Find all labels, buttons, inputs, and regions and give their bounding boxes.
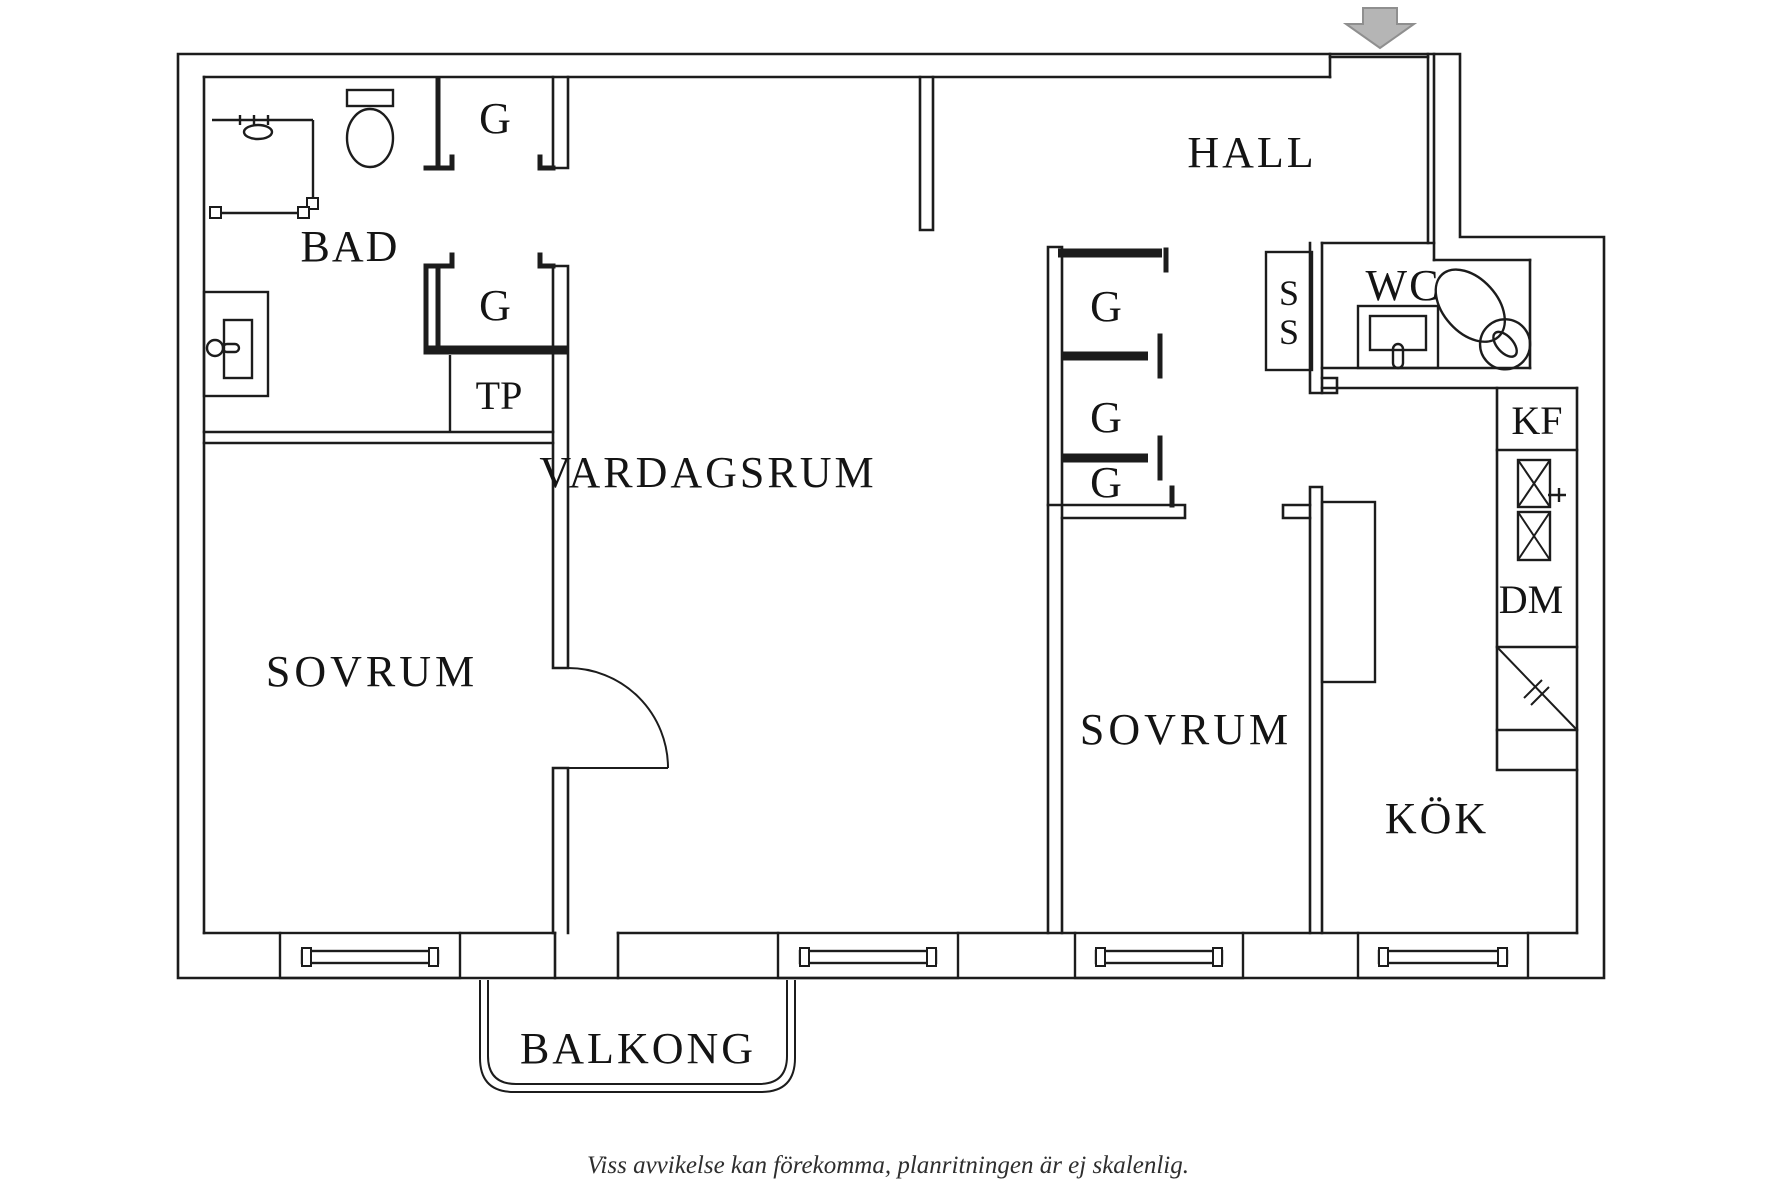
room-label-wc: WC bbox=[1366, 261, 1441, 310]
tall-cabinet bbox=[1320, 500, 1377, 684]
closet-g2-wall bbox=[423, 263, 441, 355]
shower-icon bbox=[209, 115, 319, 219]
balcony-railing bbox=[479, 931, 796, 1093]
room-label-sovrum-left: SOVRUM bbox=[266, 647, 478, 696]
room-label-sovrum-right: SOVRUM bbox=[1080, 705, 1292, 754]
entry-arrow-icon bbox=[1342, 7, 1418, 50]
sink-icon-bad bbox=[202, 290, 270, 398]
window-sovrum-left bbox=[278, 931, 462, 980]
interior-walls-left bbox=[202, 75, 935, 935]
window-sovrum-right bbox=[1073, 931, 1245, 980]
closet-label-gm3: G bbox=[1090, 458, 1122, 507]
closet-label-g1: G bbox=[479, 94, 511, 143]
closet-label-gm1: G bbox=[1090, 282, 1122, 331]
appliance-label-dm: DM bbox=[1499, 577, 1563, 622]
interior-walls-middle bbox=[1046, 245, 1312, 935]
door-swing-sovrum-left bbox=[567, 667, 669, 769]
room-label-vardagsrum: VARDAGSRUM bbox=[539, 448, 876, 497]
windows bbox=[278, 931, 1530, 980]
disclaimer-text: Viss avvikelse kan förekomma, planritnin… bbox=[587, 1152, 1189, 1179]
room-label-bad: BAD bbox=[301, 222, 400, 271]
window-kok bbox=[1356, 931, 1530, 980]
closet-label-tp: TP bbox=[476, 373, 523, 418]
closet-label-gm2: G bbox=[1090, 393, 1122, 442]
toilet-icon-wc bbox=[1434, 268, 1532, 371]
sink-icon-wc bbox=[1356, 304, 1440, 370]
stove-sink-icon bbox=[1516, 458, 1566, 562]
appliance-label-kf: KF bbox=[1511, 398, 1562, 443]
room-label-kok: KÖK bbox=[1385, 794, 1489, 843]
kok-door-jamb-top bbox=[1320, 376, 1339, 395]
room-label-hall: HALL bbox=[1187, 128, 1316, 177]
kitchen-counter bbox=[1495, 386, 1579, 772]
ss-cabinet bbox=[1264, 250, 1314, 372]
room-label-balkong: BALKONG bbox=[520, 1024, 756, 1073]
corner-cabinet-icon bbox=[1496, 646, 1578, 731]
toilet-icon-bad bbox=[345, 88, 395, 169]
outer-walls bbox=[176, 52, 1606, 980]
window-vardagsrum bbox=[776, 931, 960, 980]
closet-label-g2: G bbox=[479, 281, 511, 330]
cabinet-label-s1: S bbox=[1279, 273, 1299, 313]
interior-walls-right bbox=[1308, 241, 1579, 935]
cabinet-label-s2: S bbox=[1279, 312, 1299, 352]
